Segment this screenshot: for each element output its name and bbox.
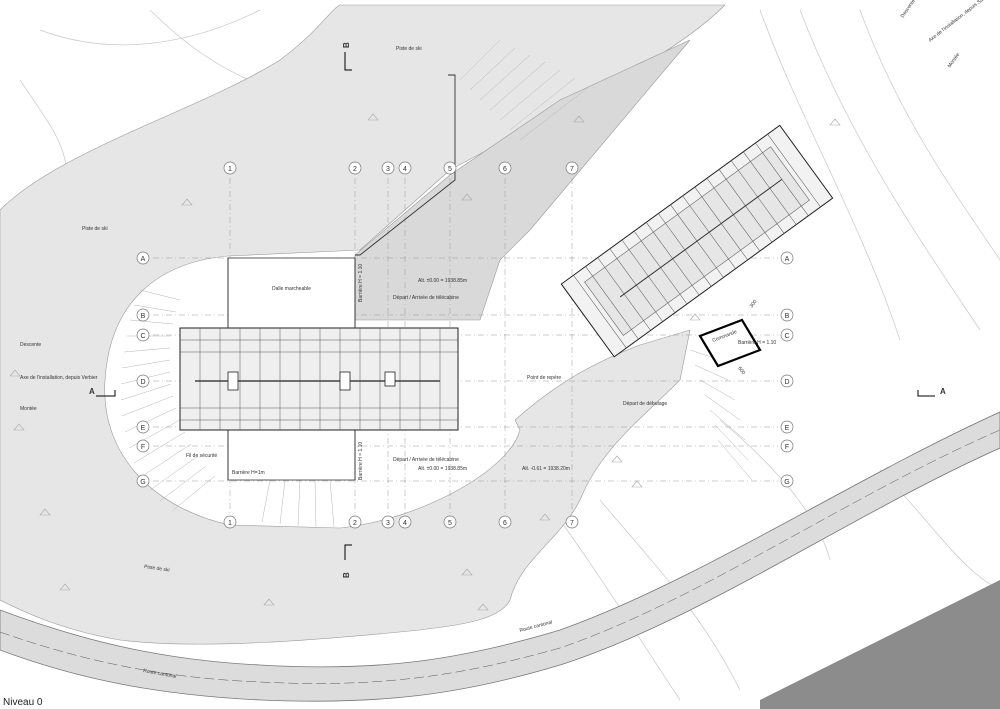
grid-letter-left-d: D (140, 379, 145, 386)
section-b-bottom-label: B (342, 572, 351, 578)
slope-hatching (120, 39, 753, 528)
grid-num-top-5: 5 (448, 166, 452, 173)
label-dim-300: 300 (749, 299, 759, 309)
grid-number-bubbles-bottom (223, 515, 579, 529)
grid-letter-bubbles (136, 251, 794, 488)
level-caption: Niveau 0 (3, 697, 43, 708)
label-montee-left: Montée (20, 406, 37, 412)
section-markers (96, 52, 935, 560)
cantonal-road (0, 411, 1000, 709)
grid-num-top-1: 1 (228, 166, 232, 173)
label-piste-bottom: Piste de ski (144, 564, 170, 574)
grid-letter-left-c: C (140, 333, 145, 340)
grid-letter-right-d: D (784, 379, 789, 386)
section-a-left-label: A (89, 387, 95, 396)
label-fil-securite: Fil de sécurité (186, 453, 217, 459)
grid-letter-right-g: G (784, 479, 789, 486)
label-barriere-vertical-2: Barrière H = 1.10 (358, 442, 364, 480)
label-piste-left: Piste de ski (82, 226, 108, 232)
grid-num-top-6: 6 (503, 166, 507, 173)
grid-num-bottom-1: 1 (228, 520, 232, 527)
label-barriere-vertical: Barrière H = 1.10 (358, 264, 364, 302)
grid-letter-left-f: F (141, 444, 145, 451)
label-depart-1: Départ / Arrivée de télécabine (393, 295, 459, 301)
label-depart-debutage: Départ de débutage (623, 401, 667, 407)
grid-letter-left-b: B (141, 313, 146, 320)
station-building (179, 74, 459, 481)
grid-num-bottom-6: 6 (503, 520, 507, 527)
grid-num-top-7: 7 (570, 166, 574, 173)
grid-letter-left-e: E (141, 425, 146, 432)
label-route-1: Route cantonal (519, 619, 553, 634)
label-dalle: Dalle marcheable (272, 286, 311, 292)
section-b-top-label: B (342, 42, 351, 48)
grid-number-bubbles-top (223, 161, 579, 175)
label-barriere-right: Barrière H = 1.10 (738, 340, 776, 346)
grid-num-top-4: 4 (403, 166, 407, 173)
grid-num-bottom-7: 7 (570, 520, 574, 527)
grid-num-bottom-5: 5 (448, 520, 452, 527)
grid-num-bottom-2: 2 (353, 520, 357, 527)
grid-letter-right-e: E (785, 425, 790, 432)
label-route-2: Route cantonal (143, 668, 177, 680)
label-piste-top: Piste de ski (396, 46, 422, 52)
label-dim-600: 600 (736, 366, 746, 376)
lift-station-arrival (560, 124, 834, 358)
label-alt-3: Alt. -0.61 = 1938.20m (522, 466, 570, 472)
grid-num-top-2: 2 (353, 166, 357, 173)
label-point-repere: Point de repère (527, 375, 561, 381)
label-alt-2: Alt. ±0.00 = 1938.85m (418, 466, 467, 472)
label-barriere-h1m: Barrière H=1m (232, 470, 265, 476)
grid-letter-right-f: F (785, 444, 789, 451)
label-axe-left: Axe de l'installation, depuis Verbier (20, 375, 98, 381)
grid-letter-right-a: A (785, 256, 790, 263)
label-descente-left: Descente (20, 342, 41, 348)
label-alt-1: Alt. ±0.00 = 1938.85m (418, 278, 467, 284)
label-montee-right: Montée (947, 52, 962, 69)
grid-letter-right-b: B (785, 313, 790, 320)
grid-letter-right-c: C (784, 333, 789, 340)
section-a-right-label: A (940, 387, 946, 396)
grid-letter-left-a: A (141, 256, 146, 263)
label-depart-2: Départ / Arrivée de télécabine (393, 457, 459, 463)
grid-num-top-3: 3 (386, 166, 390, 173)
tree-symbols (9, 113, 841, 611)
grid-num-bottom-3: 3 (386, 520, 390, 527)
label-axe-right: Axe de l'installation, depuis Sav... (928, 0, 990, 44)
label-descente-right: Descente (900, 0, 917, 19)
command-room (698, 318, 762, 368)
grid-num-bottom-4: 4 (403, 520, 407, 527)
grid-letter-left-g: G (140, 479, 145, 486)
